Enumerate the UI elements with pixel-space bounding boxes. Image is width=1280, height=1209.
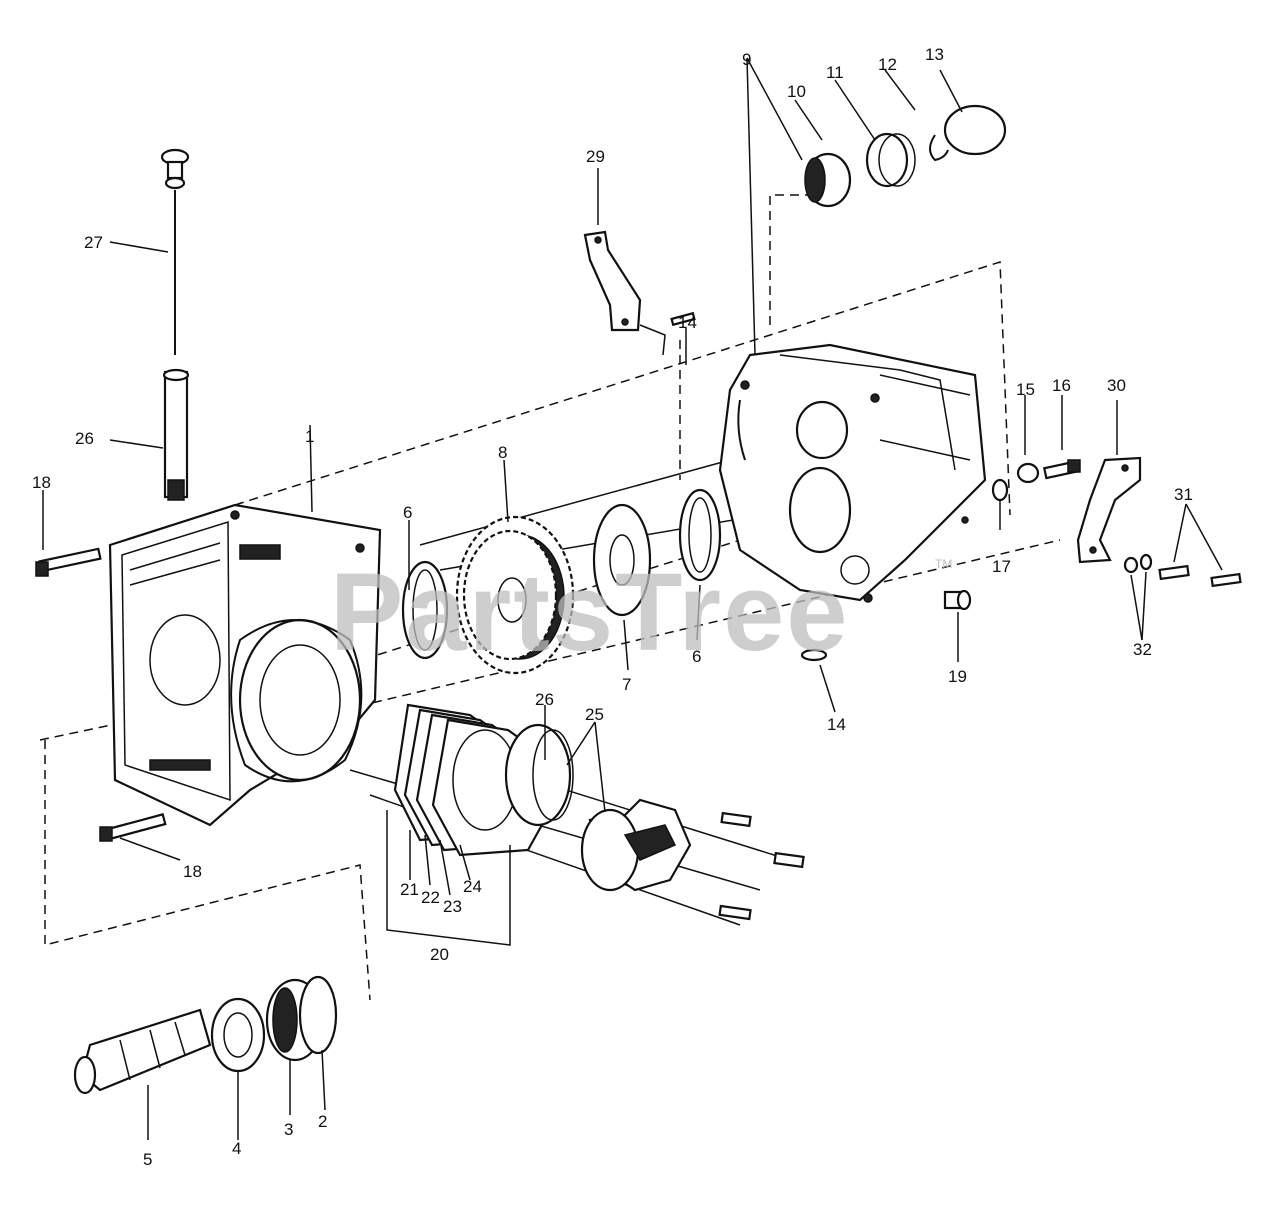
callout-23: 23 — [443, 897, 462, 916]
callout-11: 11 — [826, 63, 844, 82]
callout-5: 5 — [143, 1150, 152, 1169]
callout-16: 16 — [1052, 376, 1071, 395]
callout-17: 17 — [992, 557, 1011, 576]
callout-32: 32 — [1133, 640, 1152, 659]
callout-1: 1 — [305, 427, 314, 446]
callout-14a: 14 — [678, 313, 697, 332]
callout-6b: 6 — [692, 647, 701, 666]
callout-labels: 1 2 3 4 5 6 6 7 8 9 10 11 12 13 14 14 15… — [32, 45, 1193, 1169]
callout-27: 27 — [84, 233, 103, 252]
callout-31: 31 — [1174, 485, 1193, 504]
callout-20: 20 — [430, 945, 449, 964]
input-shaft-assembly — [73, 975, 338, 1095]
callout-9: 9 — [742, 50, 751, 69]
gasket-stack — [393, 703, 692, 892]
callout-18a: 18 — [32, 473, 51, 492]
transmission-cover-right — [718, 343, 987, 603]
bearing-parts-top — [804, 104, 1007, 208]
callout-12: 12 — [878, 55, 897, 74]
callout-8: 8 — [498, 443, 507, 462]
dipstick-assembly — [160, 148, 190, 501]
fasteners — [35, 311, 1242, 921]
callout-26b: 26 — [535, 690, 554, 709]
callout-10: 10 — [787, 82, 806, 101]
callout-4: 4 — [232, 1139, 241, 1158]
callout-29: 29 — [586, 147, 605, 166]
callout-14b: 14 — [827, 715, 846, 734]
callout-15: 15 — [1016, 380, 1035, 399]
watermark: PartsTree TM — [330, 551, 952, 674]
watermark-text: PartsTree — [330, 551, 849, 674]
callout-2: 2 — [318, 1112, 327, 1131]
transmission-housing-left — [108, 503, 382, 827]
watermark-trademark: TM — [935, 557, 952, 571]
mounting-brackets — [583, 230, 1142, 564]
callout-7: 7 — [622, 675, 631, 694]
callout-30: 30 — [1107, 376, 1126, 395]
callout-3: 3 — [284, 1120, 293, 1139]
snap-rings-and-washer — [401, 488, 722, 660]
callout-22: 22 — [421, 888, 440, 907]
callout-21: 21 — [400, 880, 419, 899]
callout-18b: 18 — [183, 862, 202, 881]
callout-25: 25 — [585, 705, 604, 724]
callout-26a: 26 — [75, 429, 94, 448]
callout-13: 13 — [925, 45, 944, 64]
callout-19: 19 — [948, 667, 967, 686]
callout-24: 24 — [463, 877, 482, 896]
callout-6a: 6 — [403, 503, 412, 522]
gear — [455, 515, 575, 675]
leader-lines — [42, 57, 1223, 1140]
